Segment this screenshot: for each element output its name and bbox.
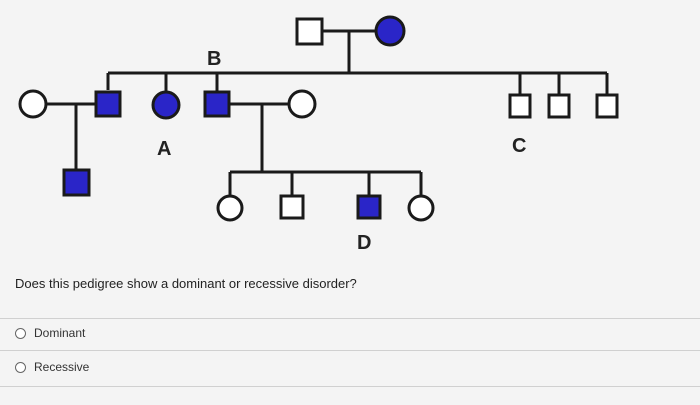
spouse-circle-b	[287, 89, 317, 119]
son-square-affected	[94, 90, 122, 118]
grandson-square-affected	[62, 168, 91, 197]
label-a: A	[157, 138, 171, 160]
granddaughter-circle-1	[216, 194, 244, 222]
pedigree-lines	[46, 29, 609, 196]
grandfather-square	[295, 17, 324, 46]
option-recessive[interactable]: Recessive	[15, 360, 89, 374]
label-d: D	[357, 232, 371, 254]
son-c-square	[547, 93, 571, 119]
son-c3-square	[595, 93, 619, 119]
grandson-d-square-affected	[356, 194, 382, 220]
son-b-square-affected	[203, 90, 231, 118]
divider	[0, 386, 700, 387]
son-c1-square	[508, 93, 532, 119]
grandson-square	[279, 194, 305, 220]
grandmother-circle-affected	[374, 15, 406, 47]
option-dominant[interactable]: Dominant	[15, 326, 85, 340]
label-c: C	[512, 135, 526, 157]
label-b: B	[207, 48, 221, 70]
divider	[0, 318, 700, 319]
radio-dominant[interactable]	[15, 327, 26, 339]
granddaughter-circle-2	[407, 194, 435, 222]
option-dominant-label: Dominant	[34, 326, 86, 340]
option-recessive-label: Recessive	[34, 360, 90, 374]
daughter-a-circle-affected	[151, 90, 181, 120]
question-text: Does this pedigree show a dominant or re…	[15, 276, 357, 291]
spouse-circle-left	[18, 89, 48, 119]
divider	[0, 350, 700, 351]
radio-recessive[interactable]	[15, 361, 26, 373]
pedigree-chart: B A C D	[18, 15, 619, 254]
